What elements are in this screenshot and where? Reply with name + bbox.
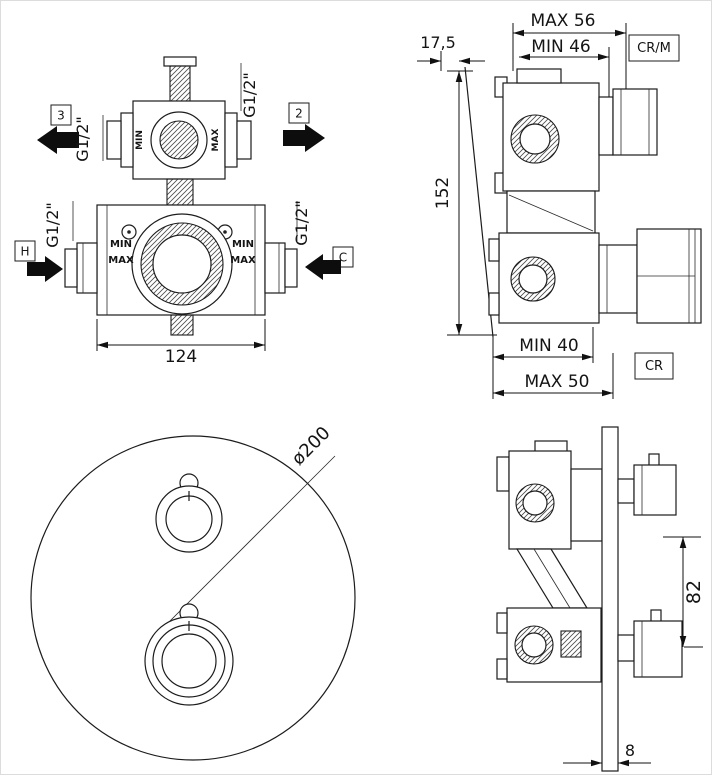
thermo-max-left-label: MAX [108, 255, 134, 266]
dim-min-lower-label: MIN 40 [519, 336, 578, 356]
rough-in-body-side [488, 68, 702, 324]
dim-max-lower-label: MAX 50 [525, 372, 590, 392]
flow-arrow-hot: H [14, 240, 63, 282]
side-view-trim: 82 8 [496, 426, 705, 772]
finish-bottom-label: CR [645, 359, 663, 374]
flow-arrow-3: 3 [37, 104, 79, 154]
dim-offset-label: 17,5 [420, 33, 456, 52]
dim-min-depth-label: MIN 46 [531, 37, 590, 57]
diverter-max-label: MAX [211, 129, 221, 152]
arrow-right-icon [27, 256, 63, 282]
dim-width-124: 124 [96, 319, 266, 367]
flow-arrow-cold: C [305, 246, 354, 280]
dim-min-46: MIN 46 [519, 37, 610, 97]
thread-lower-left-label: G1/2" [43, 202, 62, 248]
finish-code-crm: CR/M [628, 34, 680, 62]
trim-valve-body [496, 440, 603, 683]
arrow-right-icon [283, 124, 325, 152]
thermo-max-right-label: MAX [230, 255, 256, 266]
arrow-left-icon [305, 254, 341, 280]
dim-height-label: 152 [433, 177, 453, 209]
thread-upper-left-label: G1/2" [73, 116, 92, 162]
dim-width-label: 124 [165, 347, 197, 367]
dim-plate-thickness-8: 8 [563, 741, 651, 767]
port-3-label: 3 [57, 109, 65, 123]
wall-plate [601, 426, 619, 772]
dim-min-40: MIN 40 [492, 327, 594, 399]
dim-max-50: MAX 50 [493, 353, 614, 399]
flow-arrow-2: 2 [283, 102, 325, 152]
front-view-trim-plate: ø200 [30, 423, 356, 761]
thread-lower-right-label: G1/2" [292, 200, 311, 246]
trim-diverter-handle [617, 609, 683, 678]
port-cold-label: C [339, 251, 347, 265]
finish-top-label: CR/M [637, 41, 671, 56]
port-hot-label: H [20, 245, 29, 259]
front-view-rough-in: MIN MAX MIN MAX MIN MAX [14, 56, 354, 367]
port-2-label: 2 [295, 107, 303, 121]
dim-offset-17-5: 17,5 [417, 33, 485, 71]
thermo-min-right-label: MIN [232, 239, 254, 250]
diverter-valve-body [102, 56, 252, 206]
arrow-left-icon [37, 126, 79, 154]
dim-max-56: MAX 56 [512, 11, 627, 97]
dim-plate-thickness-label: 8 [625, 741, 635, 760]
dim-height-152: 152 [433, 70, 497, 336]
thermo-min-left-label: MIN [110, 239, 132, 250]
side-view-rough-in: 17,5 152 MAX 56 MIN 46 [417, 11, 702, 399]
dim-max-depth-label: MAX 56 [531, 11, 596, 31]
dim-spacing-82: 82 [663, 536, 705, 648]
trim-temperature-handle [617, 453, 677, 516]
finish-code-cr: CR [634, 352, 674, 380]
diverter-knob [144, 603, 234, 706]
thread-upper-right-label: G1/2" [240, 72, 259, 118]
dim-spacing-label: 82 [683, 580, 705, 604]
thermostatic-valve-body [64, 201, 298, 336]
temperature-knob [155, 473, 223, 553]
dim-diameter-label: ø200 [288, 423, 335, 470]
diverter-min-label: MIN [135, 130, 145, 150]
wall-plane-line [464, 66, 494, 338]
